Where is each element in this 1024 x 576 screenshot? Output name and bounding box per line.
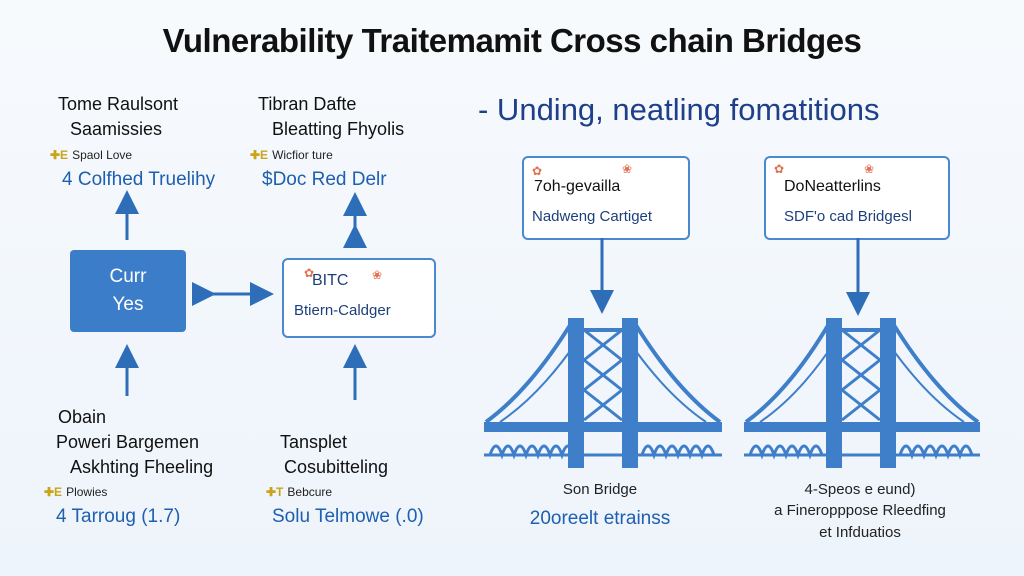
- callout-left-line1: 7oh-gevailla: [534, 178, 621, 195]
- bridge-right-line3: et Infduatios: [819, 524, 901, 541]
- bottom-mid-line1: Tansplet: [280, 432, 348, 452]
- bridge-left-caption: Son Bridge: [562, 481, 638, 498]
- bridge-icon: [744, 318, 980, 468]
- page-subtitle: - Unding, neatling fomatitions: [478, 92, 880, 127]
- decor-icon: ❀: [372, 268, 383, 282]
- badge-icon: ✚E: [50, 148, 69, 162]
- bottom-left-line3: Askhting Fheeling: [70, 457, 214, 477]
- top-left-value: 4 Colfhed Truelihy: [62, 169, 216, 190]
- decor-icon: ✿: [774, 162, 785, 176]
- top-left-note-text: Spaol Love: [72, 148, 133, 162]
- bottom-left-note-text: Plowies: [66, 485, 108, 499]
- top-left-line2: Saamissies: [70, 119, 163, 139]
- bridge-right-line2: a Fineropppose Rleedfing: [774, 502, 946, 519]
- badge-icon: ✚E: [250, 148, 269, 162]
- bottom-left-value: 4 Tarroug (1.7): [56, 506, 181, 527]
- top-left-note: ✚E Spaol Love: [50, 148, 132, 162]
- bottom-mid-note-text: Bebcure: [287, 485, 333, 499]
- decor-icon: ❀: [864, 162, 875, 176]
- bitc-box-line2: Btiern-Caldger: [294, 302, 391, 319]
- bottom-left-line1: Obain: [58, 407, 107, 427]
- callout-right-line2: SDF'o cad Bridgesl: [784, 208, 912, 225]
- curr-box: Curr Yes: [70, 250, 186, 332]
- bitc-box: ✿ ❀ BITC Btiern-Caldger: [282, 258, 436, 338]
- top-mid-line2: Bleatting Fhyolis: [272, 119, 405, 139]
- callout-left: ✿ ❀ 7oh-gevailla Nadweng Cartiget: [522, 156, 690, 240]
- badge-icon: ✚T: [266, 485, 284, 499]
- bottom-left-line2: Poweri Bargemen: [56, 432, 200, 452]
- bridge-icon: [484, 318, 722, 468]
- page-title: Vulnerability Traitemamit Cross chain Br…: [162, 22, 862, 59]
- curr-box-line2: Yes: [112, 294, 144, 315]
- callout-left-line2: Nadweng Cartiget: [532, 208, 653, 225]
- top-left-line1: Tome Raulsont: [58, 94, 179, 114]
- bridge-right-caption: 4-Speos e eund): [804, 481, 916, 498]
- bottom-mid-value: Solu Telmowe (.0): [272, 506, 424, 527]
- callout-right-line1: DoNeatterlins: [784, 178, 881, 195]
- decor-icon: ✿: [304, 266, 315, 280]
- bottom-left-note: ✚E Plowies: [44, 485, 107, 499]
- top-mid-note-text: Wicfior ture: [272, 148, 333, 162]
- bottom-mid-line2: Cosubitteling: [284, 457, 389, 477]
- callout-right: ✿ ❀ DoNeatterlins SDF'o cad Bridgesl: [764, 156, 950, 240]
- bottom-mid-note: ✚T Bebcure: [266, 485, 332, 499]
- top-mid-line1: Tibran Dafte: [258, 94, 357, 114]
- decor-icon: ✿: [532, 164, 543, 178]
- badge-icon: ✚E: [44, 485, 63, 499]
- bridge-left-value: 20oreelt etrainss: [529, 508, 671, 529]
- top-mid-value: $Doc Red Delr: [262, 169, 387, 190]
- decor-icon: ❀: [622, 162, 633, 176]
- curr-box-line1: Curr: [109, 266, 147, 287]
- bitc-box-line1: BITC: [312, 272, 349, 289]
- top-mid-note: ✚E Wicfior ture: [250, 148, 333, 162]
